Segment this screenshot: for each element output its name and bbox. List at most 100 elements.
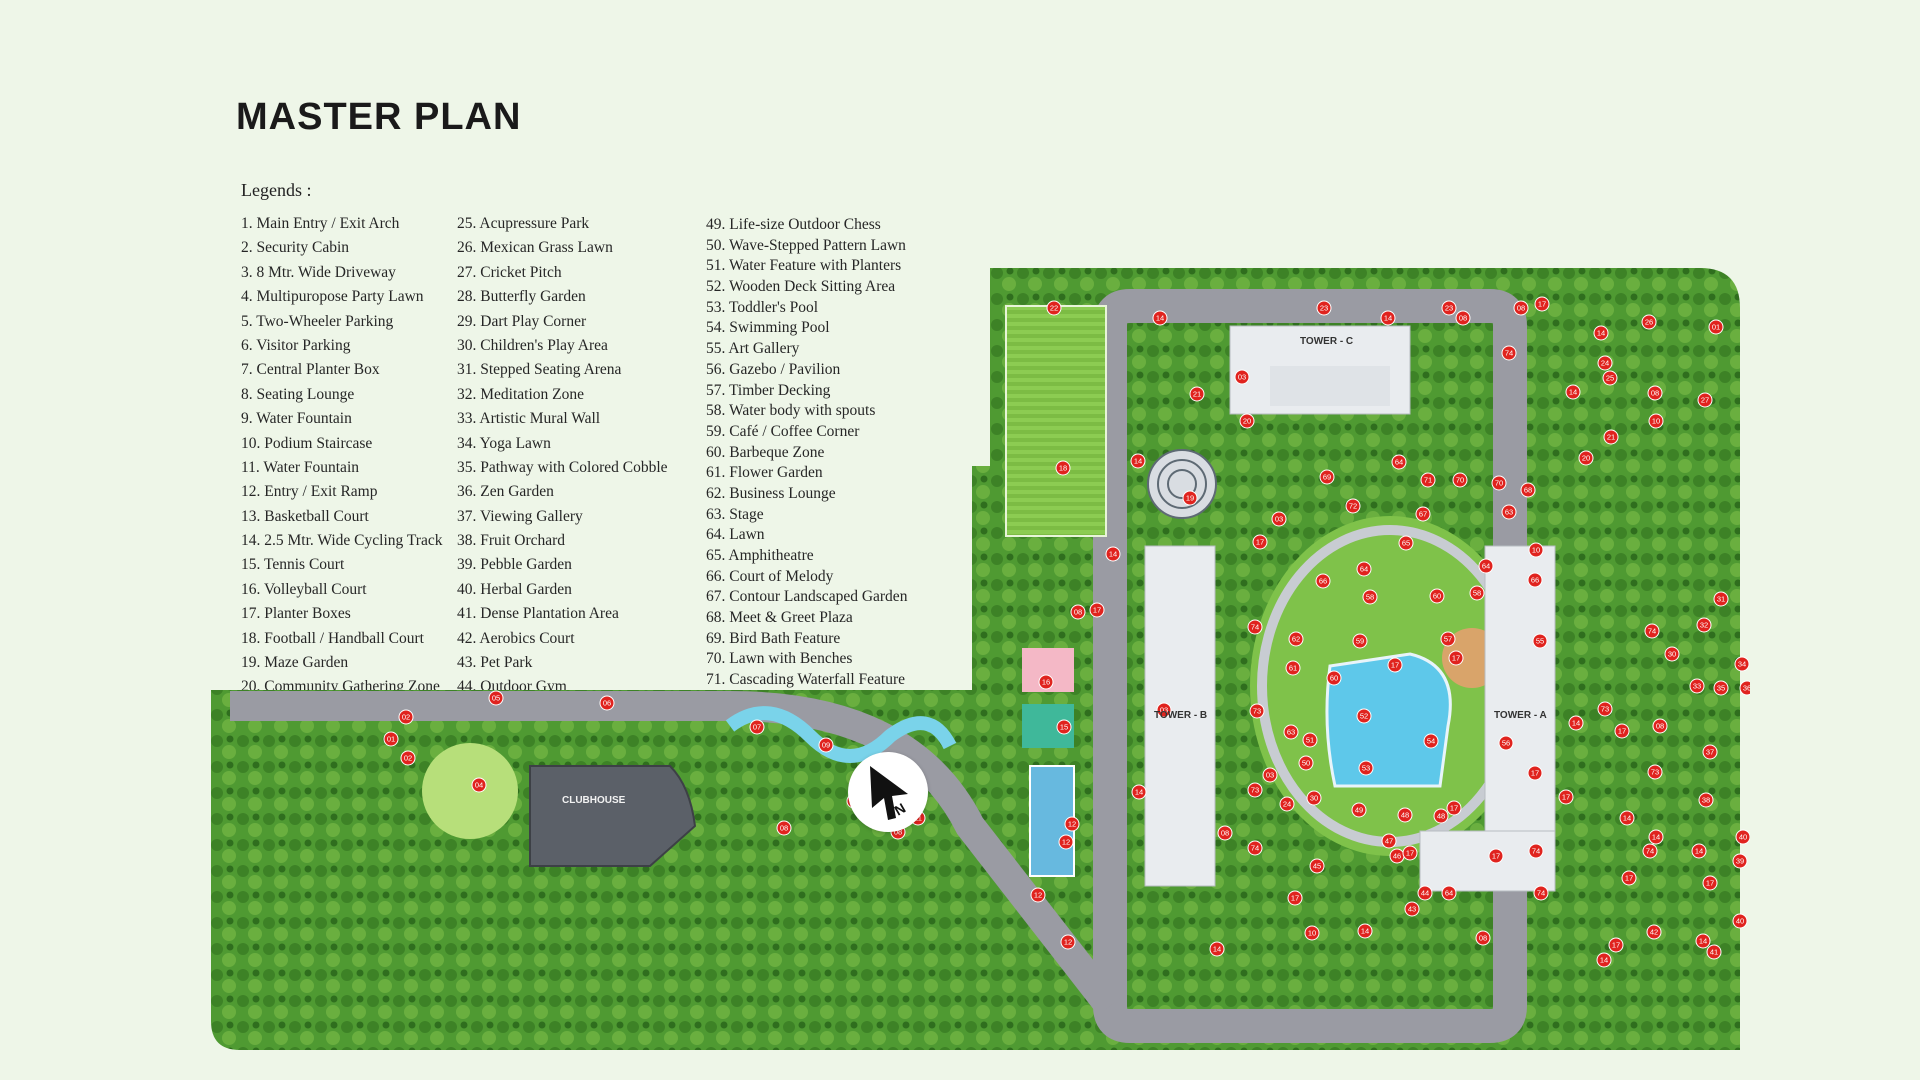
map-marker-number: 39 [1736, 857, 1744, 866]
map-marker: 74 [1247, 619, 1263, 635]
map-marker: 17 [1702, 875, 1718, 891]
legend-item: 13. Basketball Court [241, 507, 369, 525]
map-marker: 03 [1262, 767, 1278, 783]
map-marker-dot [1706, 944, 1722, 960]
map-marker: 48 [1397, 807, 1413, 823]
map-marker: 30 [1306, 790, 1322, 806]
map-marker: 71 [1420, 472, 1436, 488]
map-marker-number: 42 [1650, 928, 1658, 937]
map-marker: 72 [1345, 498, 1361, 514]
map-marker-dot [1455, 310, 1471, 326]
legend-item: 55. Art Gallery [706, 340, 800, 358]
compass-arrow-icon: N [870, 766, 908, 820]
map-marker: 08 [1475, 930, 1491, 946]
map-marker-dot [1528, 542, 1544, 558]
map-marker-number: 45 [1313, 862, 1321, 871]
map-marker-number: 12 [1034, 891, 1042, 900]
legend-item: 26. Mexican Grass Lawn [457, 239, 613, 257]
map-marker: 14 [1695, 933, 1711, 949]
map-marker: 14 [1619, 810, 1635, 826]
map-marker: 73 [1597, 701, 1613, 717]
map-marker-number: 31 [1717, 595, 1725, 604]
map-marker-number: 22 [1050, 304, 1058, 313]
map-marker-number: 10 [1532, 546, 1540, 555]
map-marker: 17 [1252, 534, 1268, 550]
map-marker-number: 41 [1710, 948, 1718, 957]
map-marker: 17 [1608, 937, 1624, 953]
map-marker: 60 [1429, 588, 1445, 604]
map-marker: 57 [1440, 631, 1456, 647]
legend-item: 70. Lawn with Benches [706, 650, 853, 668]
map-marker-dot [1608, 937, 1624, 953]
map-marker: 18 [1055, 460, 1071, 476]
legend-item: 36. Zen Garden [457, 483, 554, 501]
map-marker-dot [1642, 843, 1658, 859]
map-marker-number: 17 [1612, 941, 1620, 950]
map-marker-number: 17 [1256, 538, 1264, 547]
map-marker-number: 25 [1606, 374, 1614, 383]
map-marker-dot [1646, 924, 1662, 940]
map-marker-dot [1283, 724, 1299, 740]
map-marker-dot [776, 820, 792, 836]
map-marker-number: 70 [1495, 479, 1503, 488]
map-marker-dot [1038, 674, 1054, 690]
legend-item: 30. Children's Play Area [457, 336, 608, 354]
tower-c-label: TOWER - C [1300, 336, 1353, 347]
map-marker: 14 [1691, 843, 1707, 859]
map-marker: 42 [1646, 924, 1662, 940]
tower-c [1229, 325, 1411, 415]
tower-b-label: TOWER - B [1154, 710, 1207, 721]
driveway-loop [1093, 289, 1527, 1043]
map-marker: 67 [1415, 506, 1431, 522]
map-marker-number: 14 [1695, 847, 1703, 856]
legend-item: 52. Wooden Deck Sitting Area [706, 278, 896, 296]
legend-item: 6. Visitor Parking [241, 336, 351, 354]
map-marker-number: 17 [1391, 661, 1399, 670]
map-marker-number: 30 [1310, 794, 1318, 803]
map-marker-dot [383, 731, 399, 747]
map-marker-dot [1565, 384, 1581, 400]
map-marker-number: 15 [1060, 723, 1068, 732]
legend-item: 7. Central Planter Box [241, 361, 380, 379]
map-marker-number: 17 [1452, 654, 1460, 663]
map-marker-dot [1319, 469, 1335, 485]
map-marker-number: 08 [1651, 389, 1659, 398]
map-marker: 50 [1298, 755, 1314, 771]
map-marker: 53 [1358, 760, 1374, 776]
legend-item: 40. Herbal Garden [457, 580, 572, 598]
map-marker: 41 [1706, 944, 1722, 960]
map-marker-number: 61 [1289, 664, 1297, 673]
legend-item: 18. Football / Handball Court [241, 629, 424, 647]
map-marker-dot [1234, 369, 1250, 385]
map-marker: 54 [1423, 733, 1439, 749]
map-marker-dot [1356, 561, 1372, 577]
map-marker: 12 [1058, 834, 1074, 850]
map-marker-dot [1621, 870, 1637, 886]
map-marker: 34 [1734, 656, 1750, 672]
map-marker: 06 [599, 695, 615, 711]
map-marker-dot [1732, 913, 1748, 929]
map-marker: 69 [1319, 469, 1335, 485]
map-marker-dot [1398, 535, 1414, 551]
map-marker: 60 [1326, 670, 1342, 686]
map-marker-dot [1533, 885, 1549, 901]
map-marker-number: 14 [1597, 329, 1605, 338]
map-marker: 40 [1732, 913, 1748, 929]
map-marker-dot [1501, 504, 1517, 520]
map-marker: 17 [1446, 800, 1462, 816]
map-marker-number: 08 [894, 828, 902, 837]
map-marker: 14 [1380, 310, 1396, 326]
map-marker: 14 [1648, 829, 1664, 845]
map-marker-dot [1420, 472, 1436, 488]
map-marker-number: 14 [1213, 945, 1221, 954]
legend-item: 19. Maze Garden [241, 654, 349, 672]
legend-item: 34. Yoga Lawn [457, 434, 551, 452]
map-marker: 01 [1708, 319, 1724, 335]
map-marker-dot [1249, 703, 1265, 719]
map-marker-number: 74 [1537, 889, 1545, 898]
map-marker-number: 02 [404, 754, 412, 763]
map-marker-dot [1247, 840, 1263, 856]
map-marker: 38 [1698, 792, 1714, 808]
